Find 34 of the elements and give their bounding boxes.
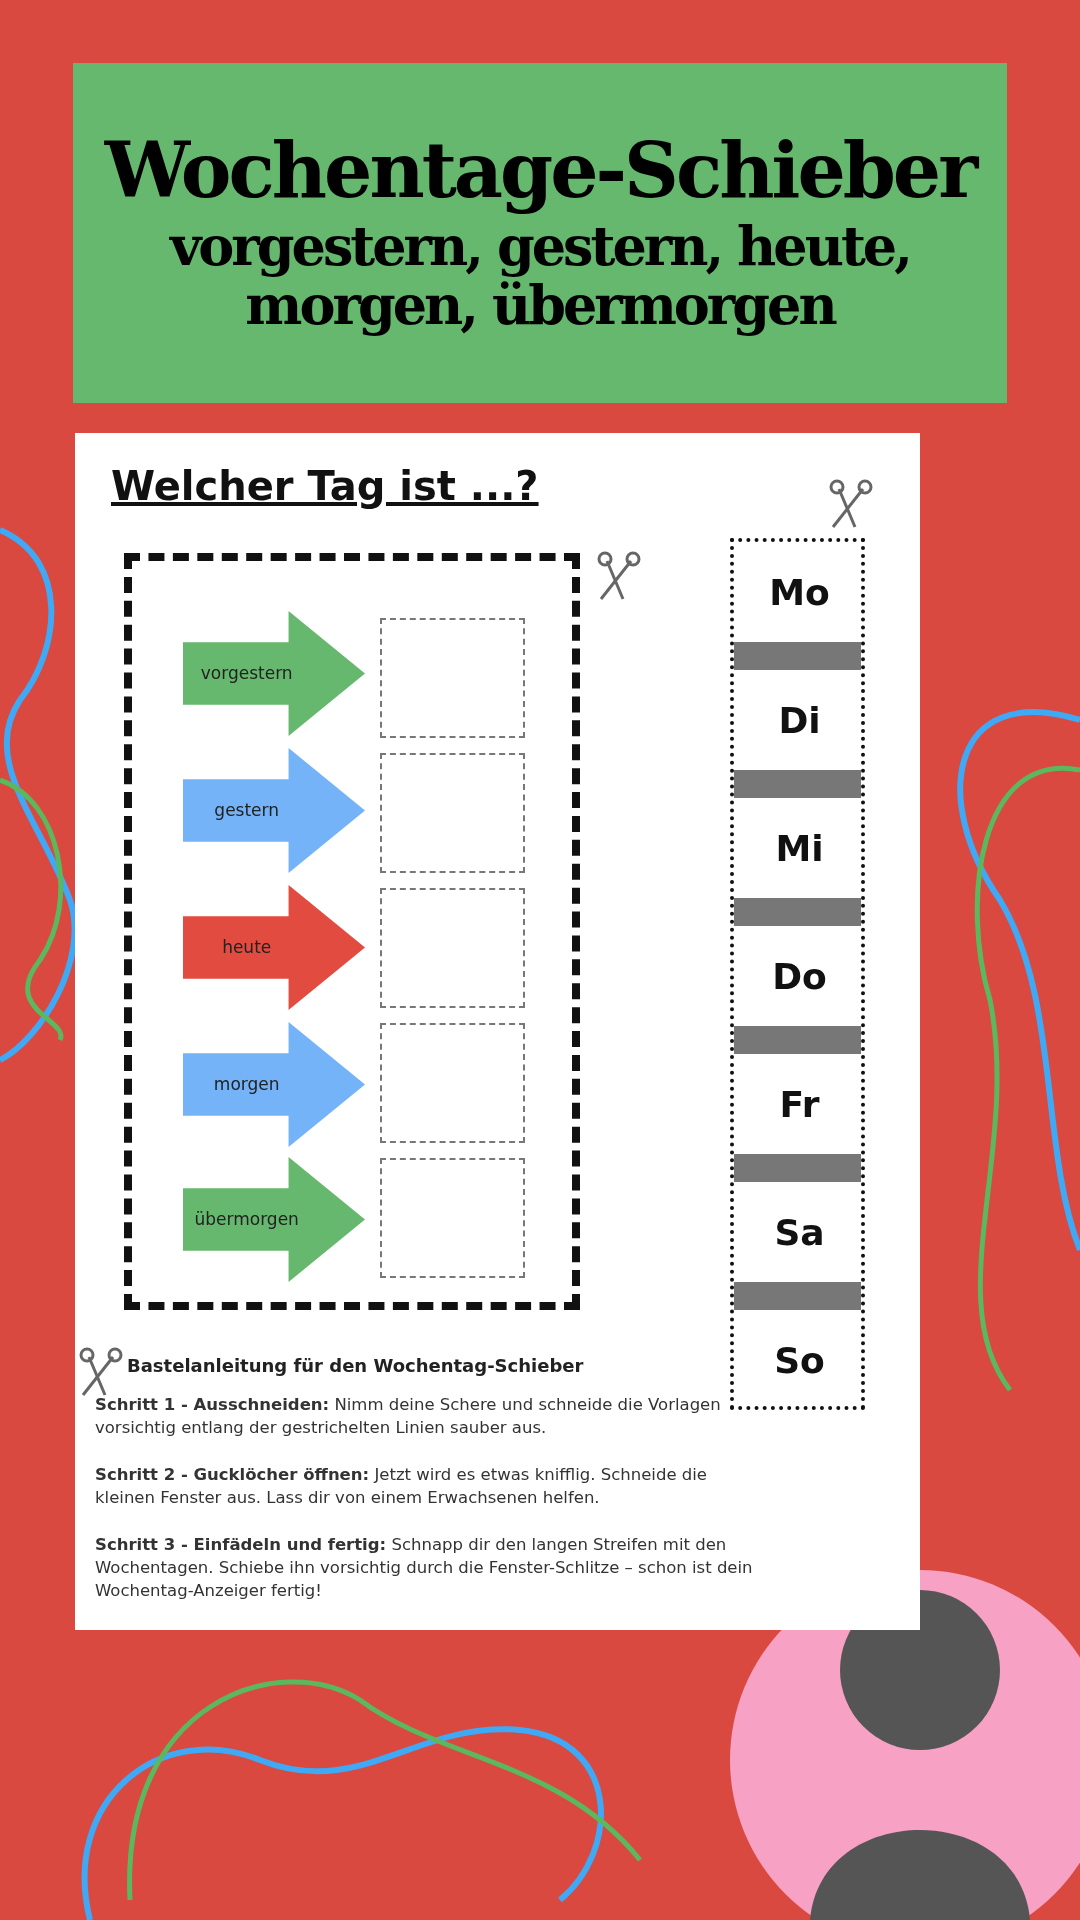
instructions-heading: Bastelanleitung für den Wochentag-Schieber [127,1355,584,1376]
separator-bar [734,898,861,926]
weekday-label: Do [734,926,865,1026]
weekday-label: Mi [734,798,865,898]
weekday-strip [730,538,865,1410]
weekday-label: Fr [734,1054,865,1154]
arrow-shape [183,611,365,736]
arrow-shape [183,748,365,873]
instruction-step: Schritt 3 - Einfädeln und fertig: Schnapp dir den langen Streifen mit den Wochentagen. Schiebe ihn vorsichtig durch die Fenster-Schlitze – schon ist dein Wochentag-Anzeiger fertig! [95,1533,755,1603]
weekday-label: Mo [734,542,865,642]
separator-bar [734,770,861,798]
separator-bar [734,1154,861,1182]
arrow-label: heute [221,936,273,957]
window-box [380,1158,525,1278]
cut-out-frame [124,553,580,1310]
weekday-label: Di [734,670,865,770]
window-box [380,1023,525,1143]
separator-bar [734,1282,861,1310]
arrow-label: gestern [213,799,281,820]
window-box [380,888,525,1008]
window-box [380,618,525,738]
separator-bar [734,1026,861,1054]
arrow-shape [183,1157,365,1282]
arrow-shape [183,885,365,1010]
window-box [380,753,525,873]
worksheet-heading: Welcher Tag ist ...? [111,463,539,509]
arrow-label: morgen [212,1073,281,1094]
arrow-label: übermorgen [193,1208,300,1229]
arrow-label: vorgestern [199,662,294,683]
instruction-step: Schritt 2 - Gucklöcher öffnen: Jetzt wird es etwas knifflig. Schneide die kleinen Fenster aus. Lass dir von einem Erwachsenen helfen. [95,1463,755,1510]
weekday-label: Sa [734,1182,865,1282]
arrow-shape [183,1022,365,1147]
subtitle: vorgestern, gestern, heute, morgen, übermorgen [169,216,911,336]
separator-bar [734,642,861,670]
